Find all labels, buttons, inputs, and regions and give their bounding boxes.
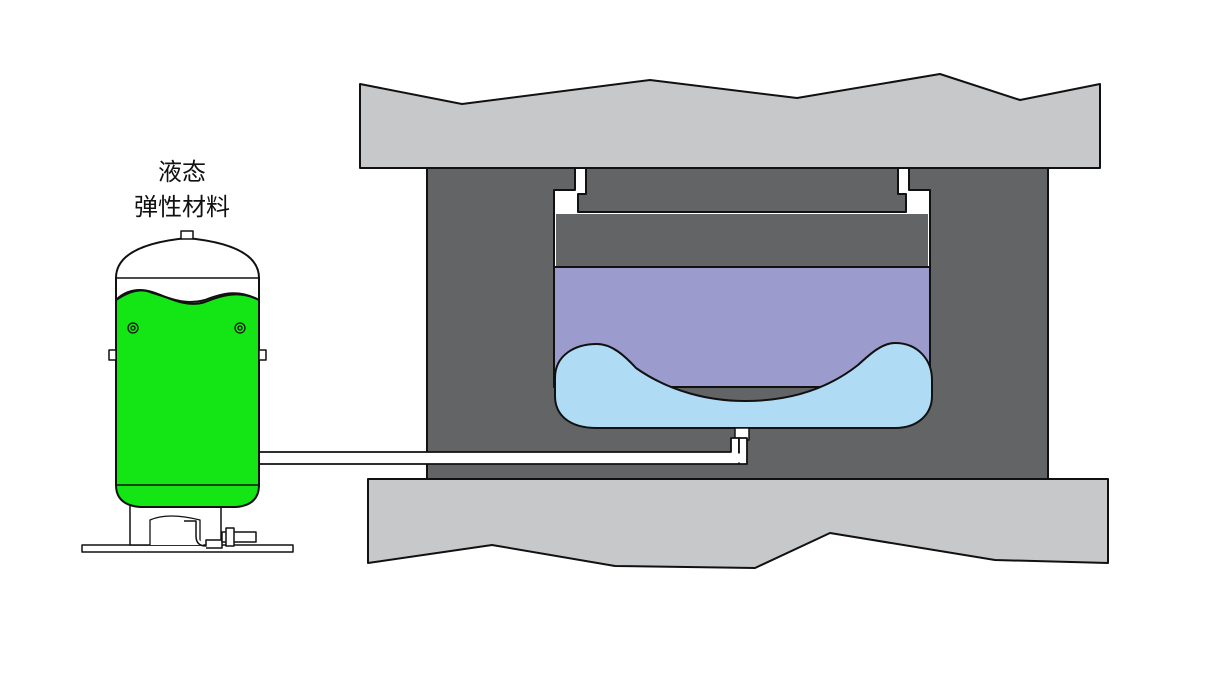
tank-lug-left: [108, 349, 117, 361]
tank-bolt-left: [127, 322, 139, 334]
upper-press-plate: [359, 73, 1101, 169]
drain-valve: [184, 520, 223, 549]
tank-body: [115, 277, 260, 508]
tank-label-line1: 液态: [158, 158, 206, 186]
tank-base-plate: [81, 544, 294, 553]
drain-valve-handle: [221, 531, 257, 543]
tank-top-nozzle: [180, 230, 194, 240]
tank-lug-right: [258, 349, 267, 361]
punch-body: [556, 214, 928, 268]
tank-bolt-right: [234, 322, 246, 334]
tank-label-line2: 弹性材料: [134, 193, 230, 221]
lower-press-plate: [367, 478, 1109, 569]
elastic-pad: [554, 342, 933, 429]
liquid-surface: [115, 289, 260, 303]
